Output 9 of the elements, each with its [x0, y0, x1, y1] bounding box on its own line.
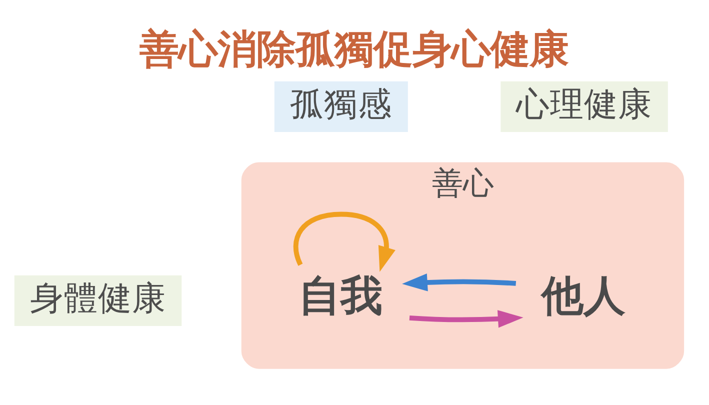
arrow	[409, 310, 524, 328]
diagram-title: 善心消除孤獨促身心健康	[139, 26, 568, 72]
node-text: 自我	[298, 270, 382, 320]
node-text: 他人	[541, 270, 626, 320]
label: 心理健康	[516, 84, 652, 123]
arrow	[402, 273, 516, 291]
label: 孤獨感	[290, 84, 392, 123]
label: 身體健康	[30, 278, 166, 317]
arrow	[293, 211, 396, 272]
